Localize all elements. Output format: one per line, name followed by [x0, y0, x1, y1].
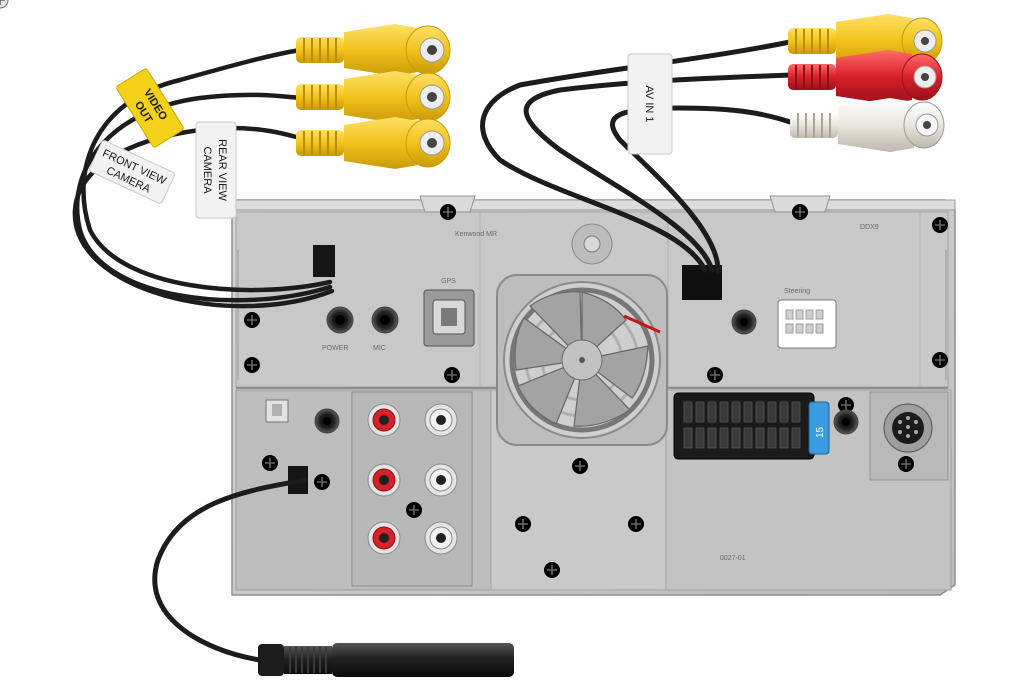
rca-out-rear-red[interactable]	[367, 463, 401, 497]
tag-rear-view-camera: REAR VIEW CAMERA	[195, 121, 237, 219]
part-engraving: 0027-01	[720, 555, 746, 562]
gps-port-icon[interactable]: GPS	[423, 278, 475, 347]
rca-plug-av-in-white[interactable]	[790, 98, 945, 152]
tag-av-in-text: AV IN 1	[643, 85, 655, 122]
rca-plug-video-3[interactable]	[296, 117, 451, 169]
din-port[interactable]	[883, 403, 933, 453]
rca-out-sub-red[interactable]	[367, 521, 401, 555]
tag-video-out: VIDEO OUT	[116, 68, 184, 148]
usb-port-icon[interactable]: Steering	[777, 288, 837, 349]
tag-av-in: AV IN 1	[627, 53, 673, 155]
fuse: 15	[808, 401, 830, 455]
model-engraving: DDX9	[860, 224, 879, 231]
tag-rear-view-line1: REAR VIEW	[216, 139, 228, 201]
rca-plug-video-2[interactable]	[296, 71, 451, 123]
harness-connector[interactable]	[673, 392, 815, 460]
svg-text:GPS: GPS	[441, 278, 456, 285]
rca-plug-av-in-red[interactable]	[788, 50, 943, 104]
upper-ports: POWER MIC GPS Steering	[313, 245, 837, 352]
rca-out-rear-white[interactable]	[424, 463, 458, 497]
cable-clamp-right	[682, 265, 722, 300]
rca-outputs	[265, 399, 458, 555]
svg-text:Steering: Steering	[784, 288, 810, 295]
chassis-engraving: Kenwood MR	[455, 231, 497, 238]
tag-front-view-camera: FRONT VIEW CAMERA	[89, 140, 175, 204]
svg-text:MIC: MIC	[373, 345, 386, 352]
fuse-rating: 15	[815, 426, 826, 438]
cable-clamp	[313, 245, 335, 277]
rca-plug-video-1[interactable]	[296, 24, 451, 76]
screw-icon	[0, 0, 9, 9]
antenna-plug	[258, 643, 514, 677]
cooling-fan-icon	[496, 223, 668, 446]
rca-out-front-red[interactable]	[367, 403, 401, 437]
svg-text:POWER: POWER	[322, 345, 348, 352]
rca-out-front-white[interactable]	[424, 403, 458, 437]
tag-rear-view-line2: CAMERA	[201, 146, 213, 194]
rca-out-sub-white[interactable]	[424, 521, 458, 555]
